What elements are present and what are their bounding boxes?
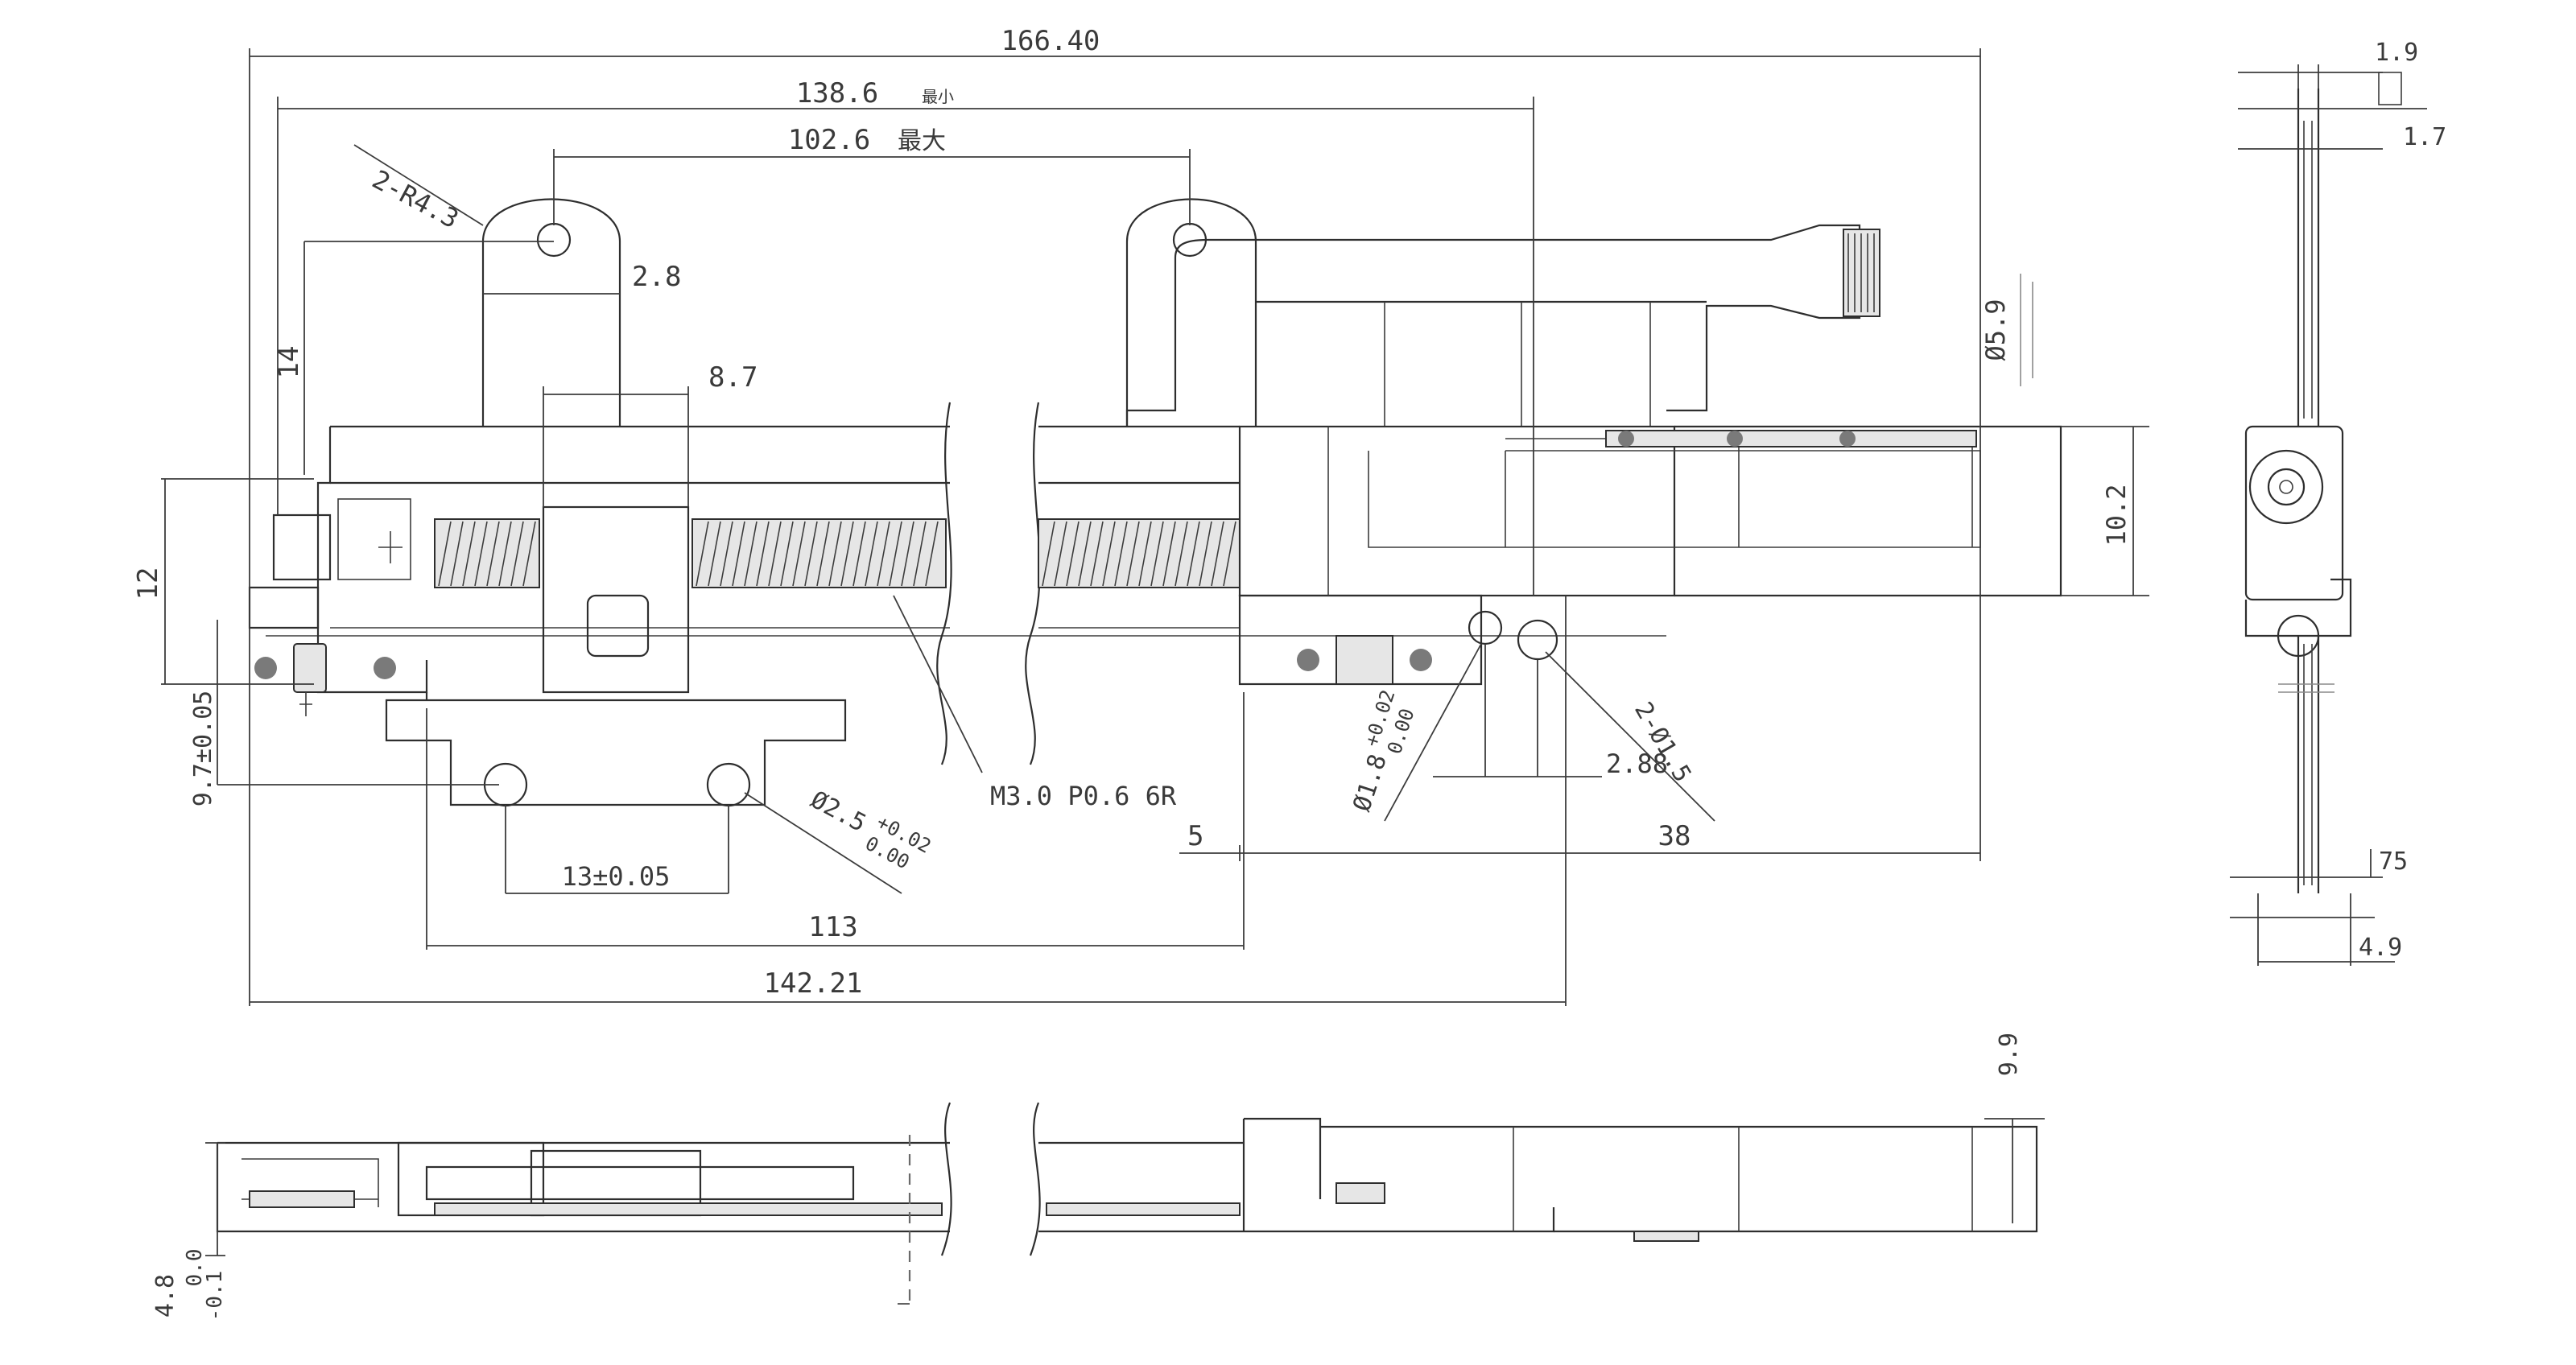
top-view: 166.40 138.6 最小 102.6 最大 2-R4.3 2.8 8.7 … [132,25,2149,1006]
dim-side-top-a: 1.9 [2375,39,2418,67]
dim-ear-height: 14 [273,346,305,379]
dim-mounting-span: 138.6 [796,77,878,109]
dim-connector-dia: Ø5.9 [1980,299,2011,361]
dim-side-bottom-a: 75 [2379,847,2408,876]
dim-side-bottom-b: 4.9 [2359,934,2402,962]
dim-front-tol-upper: 0.0 [183,1249,207,1287]
dim-front-tol-lower: -0.1 [203,1271,227,1322]
dim-right-length: 38 [1658,820,1691,852]
dim-travel: 102.6 [788,124,870,156]
dim-gear-block: 8.7 [708,361,758,394]
top-dimensions: 166.40 138.6 最小 102.6 最大 2-R4.3 2.8 8.7 … [132,25,2149,1006]
motor-block [1238,425,2062,686]
dim-small-hole: Ø1.8 [1348,751,1393,815]
dim-right-offset: 5 [1187,820,1203,852]
dim-base-length: 113 [808,911,857,943]
dim-hole-pitch: 13±0.05 [562,861,671,892]
dim-thread-spec: M3.0 P0.6 6R [990,781,1177,811]
lead-screw [434,518,1241,588]
front-view: 9.9 4.8 0.0 -0.1 [151,1033,2045,1321]
dim-ear-radius: 2-R4.3 [367,164,464,235]
dim-motor-height: 10.2 [2101,484,2132,546]
dim-mounting-span-note: 最小 [922,87,954,106]
dim-side-top-b: 1.7 [2403,123,2446,151]
dim-hole-dia: Ø2.5 [806,786,870,838]
dim-offset-tol: 9.7±0.05 [189,691,217,807]
dim-ear-hole-spacing: 2.8 [632,261,681,293]
side-view: 1.9 1.7 75 4.9 [2230,39,2446,966]
dim-overall-width: 166.40 [1001,25,1100,57]
dim-front-base: 4.8 [151,1274,180,1318]
dim-total-base: 142.21 [764,967,863,1000]
dim-travel-note: 最大 [898,127,946,155]
dim-front-height: 9.9 [1995,1033,2023,1076]
dim-body-height: 12 [132,567,164,600]
